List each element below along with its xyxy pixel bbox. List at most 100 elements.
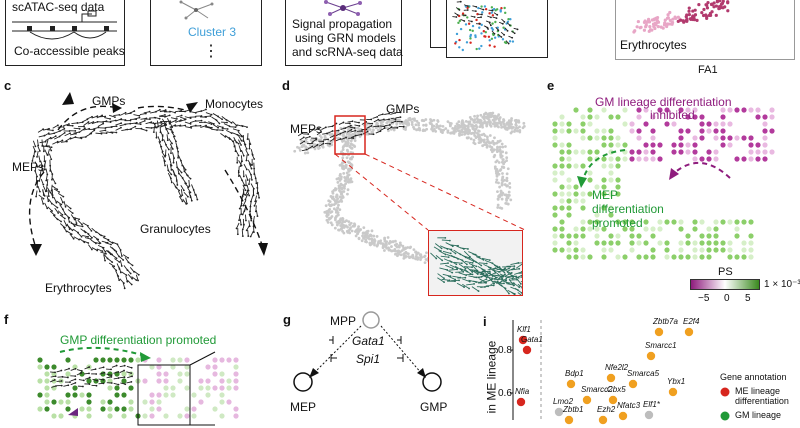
vector-arrow-head	[458, 279, 460, 281]
vector-arrow-head	[164, 156, 166, 158]
ps-dot	[664, 247, 669, 252]
ps-dot	[643, 149, 648, 154]
cell-dot	[387, 236, 390, 239]
vector-arrow-head	[376, 116, 378, 118]
vector-arrow-head	[43, 198, 45, 200]
vector-arrow	[124, 124, 130, 125]
vector-arrow-head	[68, 368, 70, 370]
gene-point	[565, 416, 574, 425]
vector-arrow-head	[242, 205, 244, 207]
ps-dot	[86, 392, 91, 397]
ps-dot	[629, 247, 634, 252]
cell-dot	[341, 221, 344, 224]
ps-dot	[212, 364, 217, 369]
cell-dot	[495, 172, 498, 175]
vector-arrow-head	[243, 194, 245, 196]
ps-dot	[552, 240, 557, 245]
ps-dot	[219, 357, 224, 362]
cell-dot	[371, 229, 374, 232]
cell-dot	[425, 123, 428, 126]
cell-dot	[411, 123, 414, 126]
cell-dot	[702, 14, 705, 17]
cell-dot	[633, 29, 636, 32]
ps-dot	[135, 357, 140, 362]
ps-dot	[566, 121, 571, 126]
gene-point	[685, 328, 694, 337]
vector-arrow-head	[238, 143, 240, 145]
ps-dot	[650, 142, 655, 147]
ps-dot	[713, 233, 718, 238]
vector-arrow-head	[169, 114, 171, 116]
ps-dot	[664, 254, 669, 259]
cell-dot	[425, 128, 428, 131]
ps-dot	[678, 219, 683, 224]
vector-arrow	[61, 142, 67, 143]
vector-arrow	[446, 243, 453, 247]
vector-arrow	[80, 137, 86, 138]
cell-dot	[498, 186, 501, 189]
vector-arrow-head	[253, 158, 255, 160]
gene-label: Zbtb1	[563, 405, 583, 414]
vector-arrow-head	[217, 127, 219, 129]
ps-dot	[573, 184, 578, 189]
cell-dot	[481, 24, 483, 26]
e-mep-line-1: MEP	[592, 188, 618, 202]
vector-arrow-head	[67, 384, 69, 386]
vector-arrow-head	[311, 142, 313, 144]
ps-dot	[727, 254, 732, 259]
cell-dot	[494, 21, 496, 23]
vector-arrow-head	[240, 144, 242, 146]
vector-arrow-head	[118, 114, 120, 116]
vector-arrow-head	[475, 265, 477, 267]
vector-arrow-head	[443, 281, 445, 283]
cell-dot	[350, 177, 353, 180]
ps-dot	[748, 233, 753, 238]
cell-dot	[396, 254, 399, 257]
vector-arrow-head	[355, 135, 357, 137]
ps-dot	[727, 135, 732, 140]
ps-dot	[594, 135, 599, 140]
ps-dot	[608, 240, 613, 245]
cell-dot	[479, 137, 482, 140]
ps-dot	[65, 392, 70, 397]
vector-arrow-head	[504, 273, 506, 275]
vector-arrow-head	[240, 213, 242, 215]
cell-dot	[505, 202, 508, 205]
vector-arrow	[256, 177, 257, 183]
ps-dot	[163, 392, 168, 397]
ps-dot	[65, 399, 70, 404]
cell-dot	[494, 121, 497, 124]
cell-dot	[444, 127, 447, 130]
vector-arrow-head	[511, 37, 513, 39]
cell-dot	[404, 246, 407, 249]
ps-dot	[114, 406, 119, 411]
vector-arrow-head	[247, 138, 249, 140]
ps-dot	[114, 357, 119, 362]
vector-arrow-head	[496, 17, 498, 19]
ps-dot	[629, 156, 634, 161]
cell-dot	[508, 191, 511, 194]
cell-dot	[691, 15, 694, 18]
vector-arrow-head	[126, 274, 128, 276]
cell-dot	[341, 195, 344, 198]
vector-arrow-head	[245, 194, 247, 196]
vector-arrow	[486, 285, 494, 286]
vector-arrow-head	[46, 207, 48, 209]
cell-dot	[402, 257, 405, 260]
cell-dot	[457, 22, 459, 24]
vector-arrow	[139, 121, 145, 123]
ps-dot	[762, 142, 767, 147]
vector-arrow	[516, 263, 523, 264]
ps-dot	[601, 247, 606, 252]
vector-arrow-head	[159, 118, 161, 120]
cell-dot	[347, 139, 350, 142]
ps-dot	[233, 385, 238, 390]
vector-arrow-head	[50, 150, 52, 152]
vector-arrow-head	[62, 202, 64, 204]
cell-dot	[474, 34, 476, 36]
ps-dot	[128, 385, 133, 390]
vector-arrow	[48, 190, 49, 196]
cell-dot	[341, 190, 344, 193]
cell-dot	[356, 230, 359, 233]
ps-dot	[671, 149, 676, 154]
